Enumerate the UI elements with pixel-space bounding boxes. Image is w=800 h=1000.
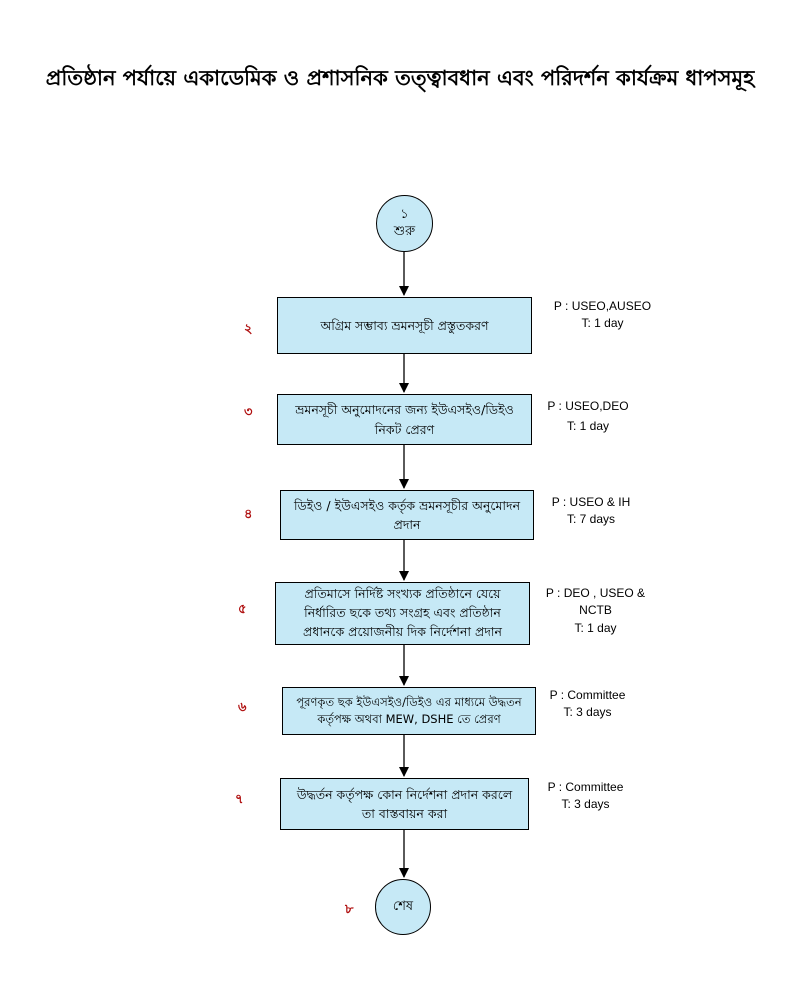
step-6-meta: P : Committee T: 3 days — [540, 687, 635, 722]
step-6-person: P : Committee — [549, 688, 626, 702]
end-node-label: শেষ — [392, 898, 414, 914]
step-2-time: T: 1 day — [581, 316, 624, 331]
step-5-box: প্রতিমাসে নির্দিষ্ট সংখ্যক প্রতিষ্ঠানে য… — [275, 582, 530, 645]
step-5-meta: P : DEO , USEO & NCTB T: 1 day — [538, 585, 653, 637]
step-7-box: উদ্ধর্তন কর্তৃপক্ষ কোন নির্দেশনা প্রদান … — [280, 778, 529, 830]
step-3-box: ভ্রমনসূচী অনুমোদনের জন্য ইউএসইও/ডিইও নিক… — [277, 394, 532, 445]
step-2-text: অগ্রিম সম্ভাব্য ভ্রমনসূচী প্রস্তুতকরণ — [320, 317, 489, 333]
step-4-box: ডিইও / ইউএসইও কর্তৃক ভ্রমনসূচীর অনুমোদন … — [280, 490, 534, 540]
start-node-label: শুরু — [393, 223, 416, 239]
start-node-number: ১ — [400, 207, 409, 223]
step-3-person: P : USEO,DEO — [547, 399, 629, 413]
step-5-person: P : DEO , USEO & NCTB — [545, 586, 646, 618]
step-5-number: ৫ — [238, 602, 247, 617]
step-4-meta: P : USEO & IH T: 7 days — [541, 494, 641, 529]
step-7-text: উদ্ধর্তন কর্তৃপক্ষ কোন নির্দেশনা প্রদান … — [296, 786, 513, 821]
end-node: শেষ — [375, 879, 431, 935]
step-7-meta: P : Committee T: 3 days — [538, 779, 633, 814]
step-4-person: P : USEO & IH — [551, 495, 631, 509]
step-7-person: P : Committee — [547, 780, 624, 794]
step-6-time: T: 3 days — [563, 705, 612, 720]
step-6-box: পূরণকৃত ছক ইউএসইও/ডিইও এর মাধ্যমে উদ্ধতন… — [282, 687, 536, 735]
step-2-box: অগ্রিম সম্ভাব্য ভ্রমনসূচী প্রস্তুতকরণ — [277, 297, 532, 354]
page-title: প্রতিষ্ঠান পর্যায়ে একাডেমিক ও প্রশাসনিক… — [45, 66, 755, 90]
step-4-number: ৪ — [244, 507, 253, 522]
step-4-text: ডিইও / ইউএসইও কর্তৃক ভ্রমনসূচীর অনুমোদন … — [293, 497, 521, 532]
step-6-text: পূরণকৃত ছক ইউএসইও/ডিইও এর মাধ্যমে উদ্ধতন… — [296, 694, 522, 726]
step-3-text: ভ্রমনসূচী অনুমোদনের জন্য ইউএসইও/ডিইও নিক… — [295, 402, 514, 437]
step-3-number: ৩ — [244, 405, 253, 420]
step-5-time: T: 1 day — [574, 620, 617, 635]
start-node: ১ শুরু — [376, 195, 433, 252]
end-node-number: ৮ — [345, 902, 354, 917]
step-2-number: ২ — [244, 322, 253, 337]
step-3-time: T: 1 day — [566, 419, 610, 434]
step-4-time: T: 7 days — [566, 512, 616, 527]
step-3-meta: P : USEO,DEO T: 1 day — [538, 398, 638, 436]
step-2-meta: P : USEO,AUSEO T: 1 day — [540, 298, 665, 333]
step-7-time: T: 3 days — [561, 797, 610, 812]
step-7-number: ৭ — [235, 792, 244, 807]
step-5-text: প্রতিমাসে নির্দিষ্ট সংখ্যক প্রতিষ্ঠানে য… — [303, 586, 502, 639]
step-2-person: P : USEO,AUSEO — [553, 299, 652, 313]
step-6-number: ৬ — [238, 700, 247, 715]
